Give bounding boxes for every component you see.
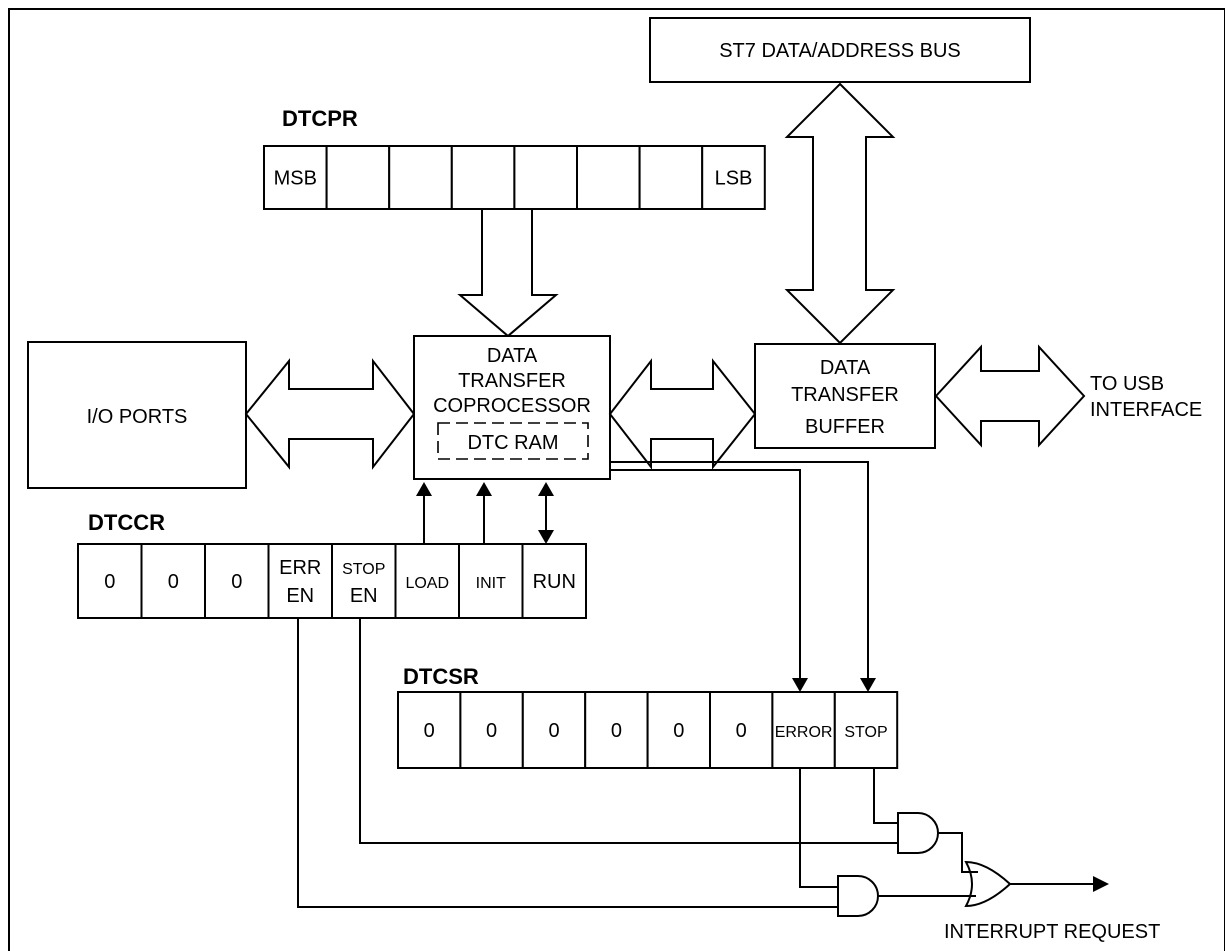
dtccr-cell-label: 0	[168, 571, 179, 593]
and-gate-error	[837, 875, 879, 917]
dtccr-cell	[140, 543, 206, 619]
dtc-ram-label: DTC RAM	[467, 432, 558, 454]
error-flag-wire	[799, 768, 838, 888]
dtcpr-cell	[388, 145, 453, 210]
dtcsr-cell-label: 0	[486, 720, 497, 742]
coprocessor-line-1: DATA	[487, 345, 538, 367]
dtccr-cell	[331, 543, 397, 619]
coprocessor-box: DATA TRANSFER COPROCESSOR DTC RAM	[413, 335, 611, 480]
buffer-line-3: BUFFER	[805, 416, 885, 438]
dtcpr-cell-label: MSB	[274, 168, 317, 190]
dtccr-cell-label: 0	[104, 571, 115, 593]
dtccr-cell-label: LOAD	[405, 575, 449, 592]
stop-flag-wire	[873, 768, 898, 824]
st7-bus-box: ST7 DATA/ADDRESS BUS	[649, 17, 1031, 83]
and-stop-to-or-wire	[938, 832, 978, 873]
interrupt-arrowhead	[1093, 876, 1109, 892]
coprocessor-line-3: COPROCESSOR	[433, 395, 591, 417]
dtcpr-cell	[450, 145, 516, 210]
dtcsr-cell	[646, 691, 711, 769]
dtccr-cell-label: 0	[231, 571, 242, 593]
stop-en-wire	[359, 618, 898, 844]
dtccr-cell-label: STOP	[342, 561, 385, 578]
dtcpr-cell	[325, 145, 391, 210]
dtccr-cell	[394, 543, 460, 619]
buffer-box: DATA TRANSFER BUFFER	[754, 343, 936, 449]
usb-line-2: INTERFACE	[1090, 399, 1202, 421]
dtcsr-cell-label: 0	[611, 720, 622, 742]
dtcsr-cell-label: 0	[548, 720, 559, 742]
dtcpr-to-coprocessor-arrow	[457, 208, 559, 338]
bus-buffer-double-arrow	[784, 82, 896, 345]
dtccr-cell	[77, 543, 143, 619]
dtcpr-cell	[576, 145, 641, 210]
run-arrowhead-up	[538, 482, 554, 496]
io-ports-box: I/O PORTS	[27, 341, 247, 489]
usb-line-1: TO USB	[1090, 373, 1164, 395]
dtcsr-cell-label: 0	[424, 720, 435, 742]
and-gate-stop	[897, 812, 939, 854]
dtcsr-cell	[459, 691, 524, 769]
diagram-frame	[8, 8, 1225, 951]
dtcpr-cell	[513, 145, 579, 210]
or-gate	[964, 860, 1012, 908]
dtccr-cell	[267, 543, 333, 619]
dtcsr-register: 0 0 0 0 0 0 ERROR STOP	[397, 691, 899, 769]
dtcsr-cell	[709, 691, 774, 769]
dtccr-cell-label: EN	[286, 585, 314, 607]
dtcpr-cell	[638, 145, 704, 210]
error-status-arrowhead	[792, 678, 808, 692]
dtcsr-cell-label: 0	[736, 720, 747, 742]
stop-status-arrowhead	[860, 678, 876, 692]
dtcsr-cell	[584, 691, 649, 769]
dtccr-cell-label: INIT	[476, 575, 506, 592]
buffer-line-1: DATA	[820, 357, 871, 379]
dtcpr-cell-label: LSB	[715, 168, 753, 190]
dtc-ram-dashed-box	[437, 422, 589, 460]
buffer-line-2: TRANSFER	[791, 384, 899, 406]
dtcsr-cell	[771, 691, 836, 769]
io-coprocessor-double-arrow	[244, 358, 416, 470]
run-arrowhead-down	[538, 530, 554, 544]
dtcsr-title: DTCSR	[403, 664, 479, 689]
dtccr-cell	[204, 543, 270, 619]
dtcsr-cell	[397, 691, 462, 769]
dtccr-register: 0 0 0 ERR EN STOP EN LOAD INIT RUN	[77, 543, 587, 619]
coprocessor-buffer-double-arrow	[608, 358, 757, 470]
dtcpr-title: DTCPR	[282, 106, 358, 131]
coprocessor-line-2: TRANSFER	[458, 370, 566, 392]
dtccr-cell	[521, 543, 587, 619]
error-status-line	[610, 469, 801, 678]
stop-status-line	[610, 461, 869, 678]
dtccr-cell-label: ERR	[279, 557, 321, 579]
err-en-wire	[297, 618, 838, 908]
st7-bus-label: ST7 DATA/ADDRESS BUS	[719, 40, 961, 62]
dtccr-cell-label: EN	[350, 585, 378, 607]
dtcpr-register: MSB LSB	[263, 145, 766, 210]
load-arrowhead	[416, 482, 432, 496]
init-arrowhead	[476, 482, 492, 496]
dtcsr-cell	[833, 691, 899, 769]
dtcsr-cell-label: 0	[673, 720, 684, 742]
dtccr-title: DTCCR	[88, 510, 165, 535]
dtcsr-cell-label: ERROR	[775, 724, 833, 741]
dtccr-cell-label: RUN	[533, 571, 576, 593]
buffer-usb-double-arrow	[934, 344, 1086, 448]
io-ports-label: I/O PORTS	[87, 406, 188, 428]
dtcsr-cell-label: STOP	[844, 724, 887, 741]
dtcpr-cell	[701, 145, 766, 210]
interrupt-label: INTERRUPT REQUEST	[944, 921, 1160, 943]
